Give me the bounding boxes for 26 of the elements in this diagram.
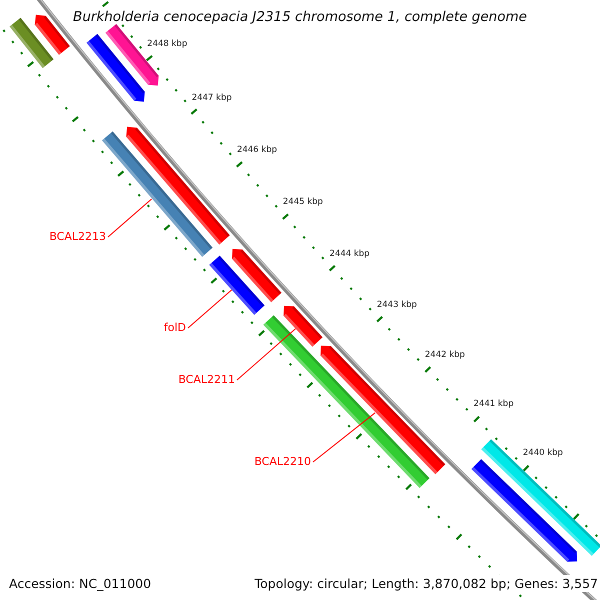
scale-label: 2440 kbp [522,448,563,458]
scale-label: 2441 kbp [474,399,514,410]
gene-block [481,439,600,556]
leader-line [188,289,232,328]
scale-label: 2442 kbp [424,350,465,360]
gene-block [34,14,70,55]
gene-label: BCAL2211 [178,373,235,386]
gene-label: BCAL2210 [254,455,311,468]
gene-block [126,126,230,245]
gene-block [320,346,446,474]
leader-line [236,328,296,380]
gene-block [232,248,282,302]
scale-label: 2445 kbp [282,197,323,208]
gene-block [471,459,578,562]
gene-label: BCAL2213 [49,230,106,243]
scale-label: 2447 kbp [192,92,232,103]
gene-block [284,306,323,347]
footer-text: Topology: circular; Length: 3,870,082 bp; Genes: 3,557 [252,575,600,592]
scale-label: 2448 kbp [147,39,188,50]
gene-block [86,34,145,102]
scale-label: 2444 kbp [330,248,370,259]
scale-label: 2446 kbp [236,145,278,156]
leader-line [312,412,376,462]
gene-label: folD [164,321,186,334]
gene-block [209,256,265,315]
gene-block [10,18,54,68]
